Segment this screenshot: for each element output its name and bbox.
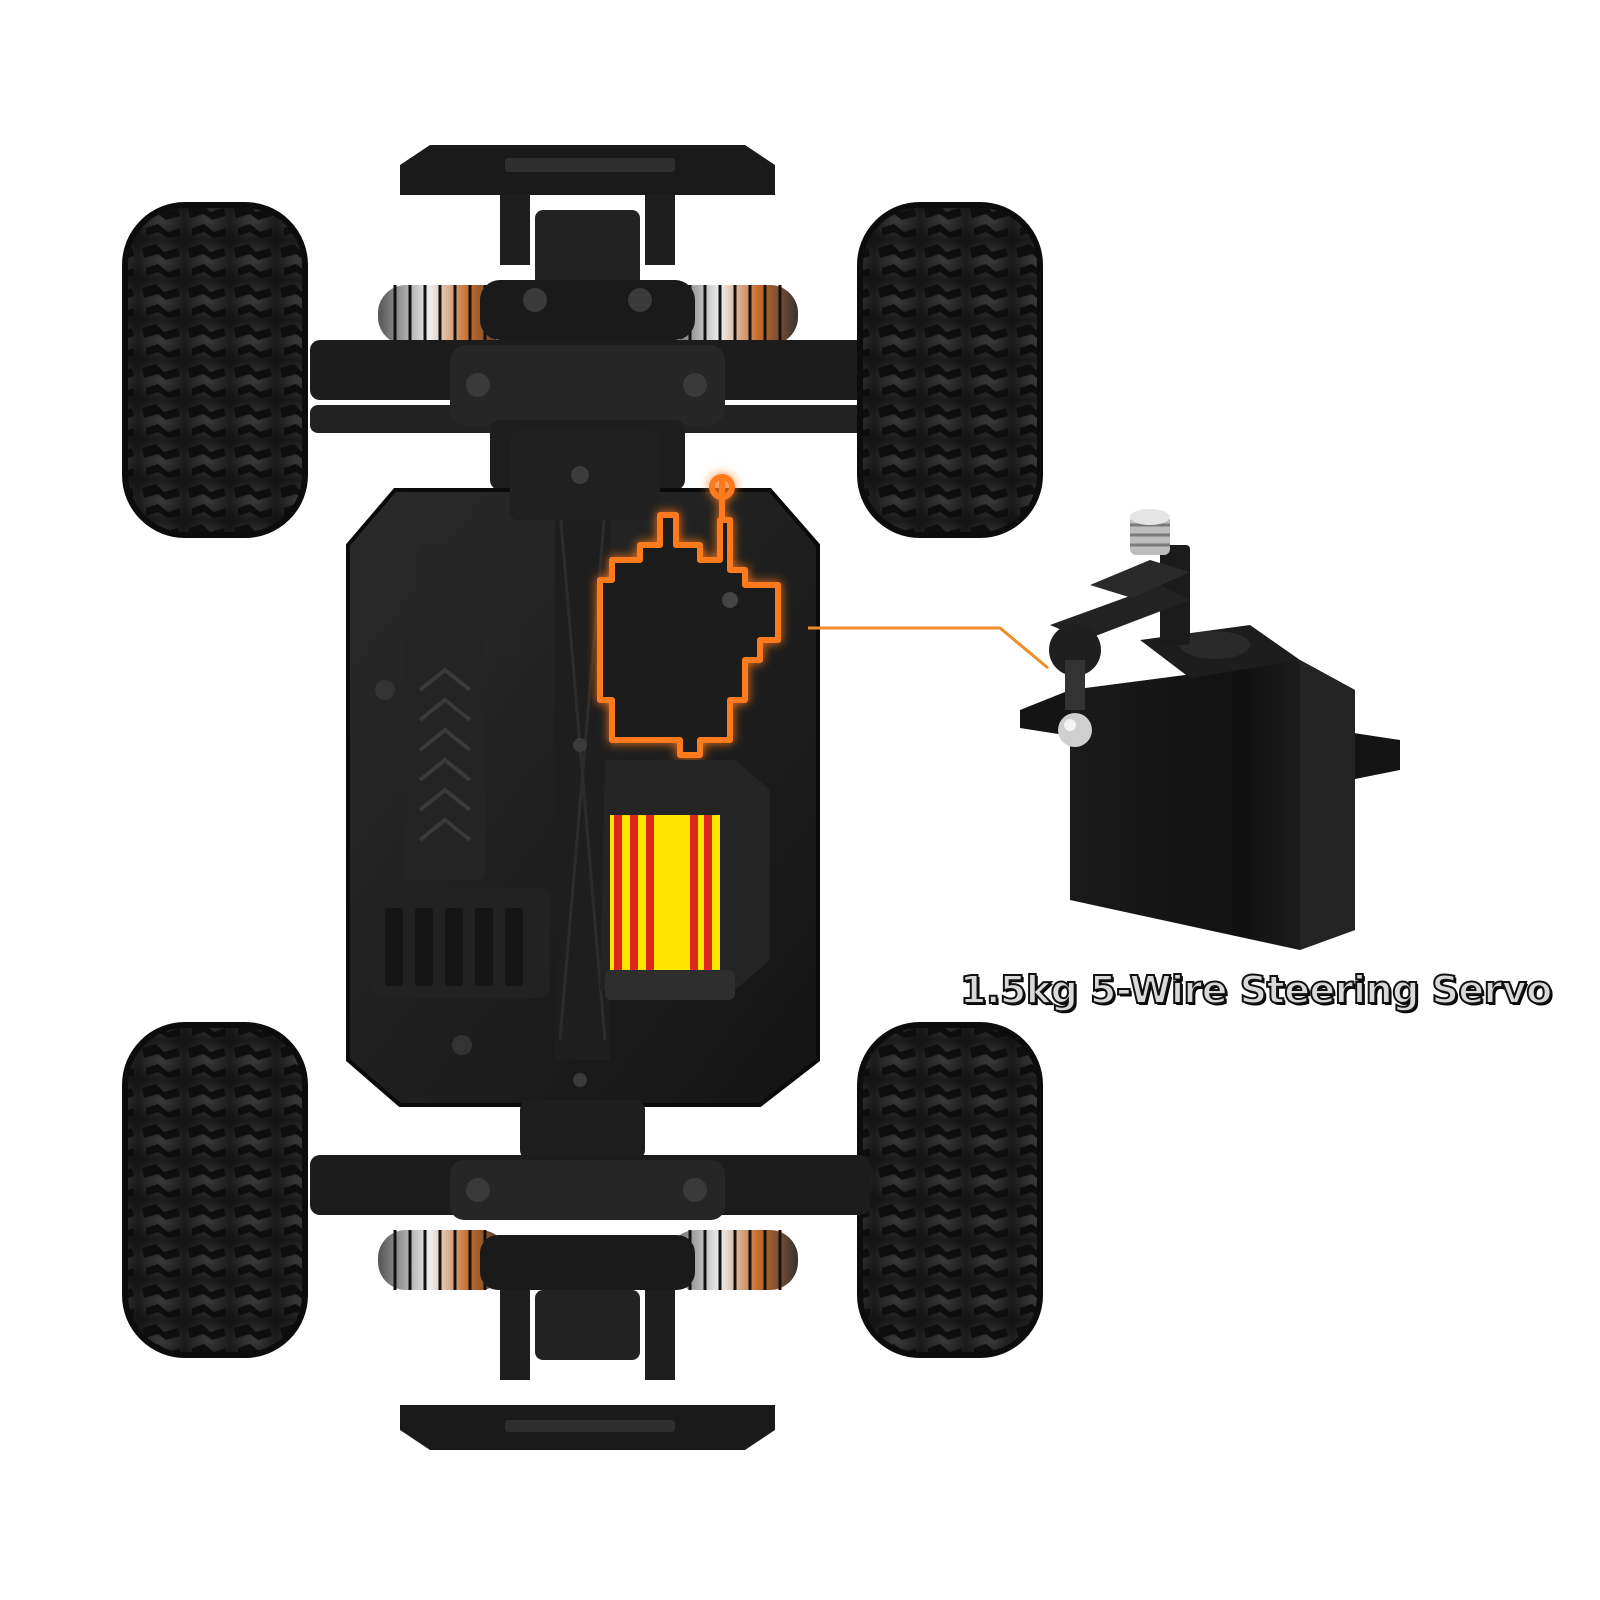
servo-outline-highlight [597, 474, 781, 758]
tire-rear-right [857, 1022, 1043, 1358]
front-wing [400, 145, 775, 290]
steering-servo-closeup [1020, 509, 1400, 950]
front-shock-left [378, 285, 508, 345]
rear-shock-tower [480, 1235, 695, 1380]
leader-line [808, 626, 1049, 670]
tire-rear-left [122, 1022, 308, 1358]
front-shock-tower [480, 280, 695, 340]
motor-highlight [600, 760, 770, 1000]
rear-wing [400, 1405, 775, 1450]
battery-bay [400, 545, 520, 880]
tire-front-right [857, 202, 1043, 538]
rear-shock-left [378, 1230, 508, 1290]
front-shock-right [668, 285, 798, 345]
rear-suspension [310, 1100, 870, 1220]
esc-box [370, 888, 550, 998]
tire-front-left [122, 202, 308, 538]
servo-caption: 1.5kg 5-Wire Steering Servo [959, 967, 1553, 1013]
